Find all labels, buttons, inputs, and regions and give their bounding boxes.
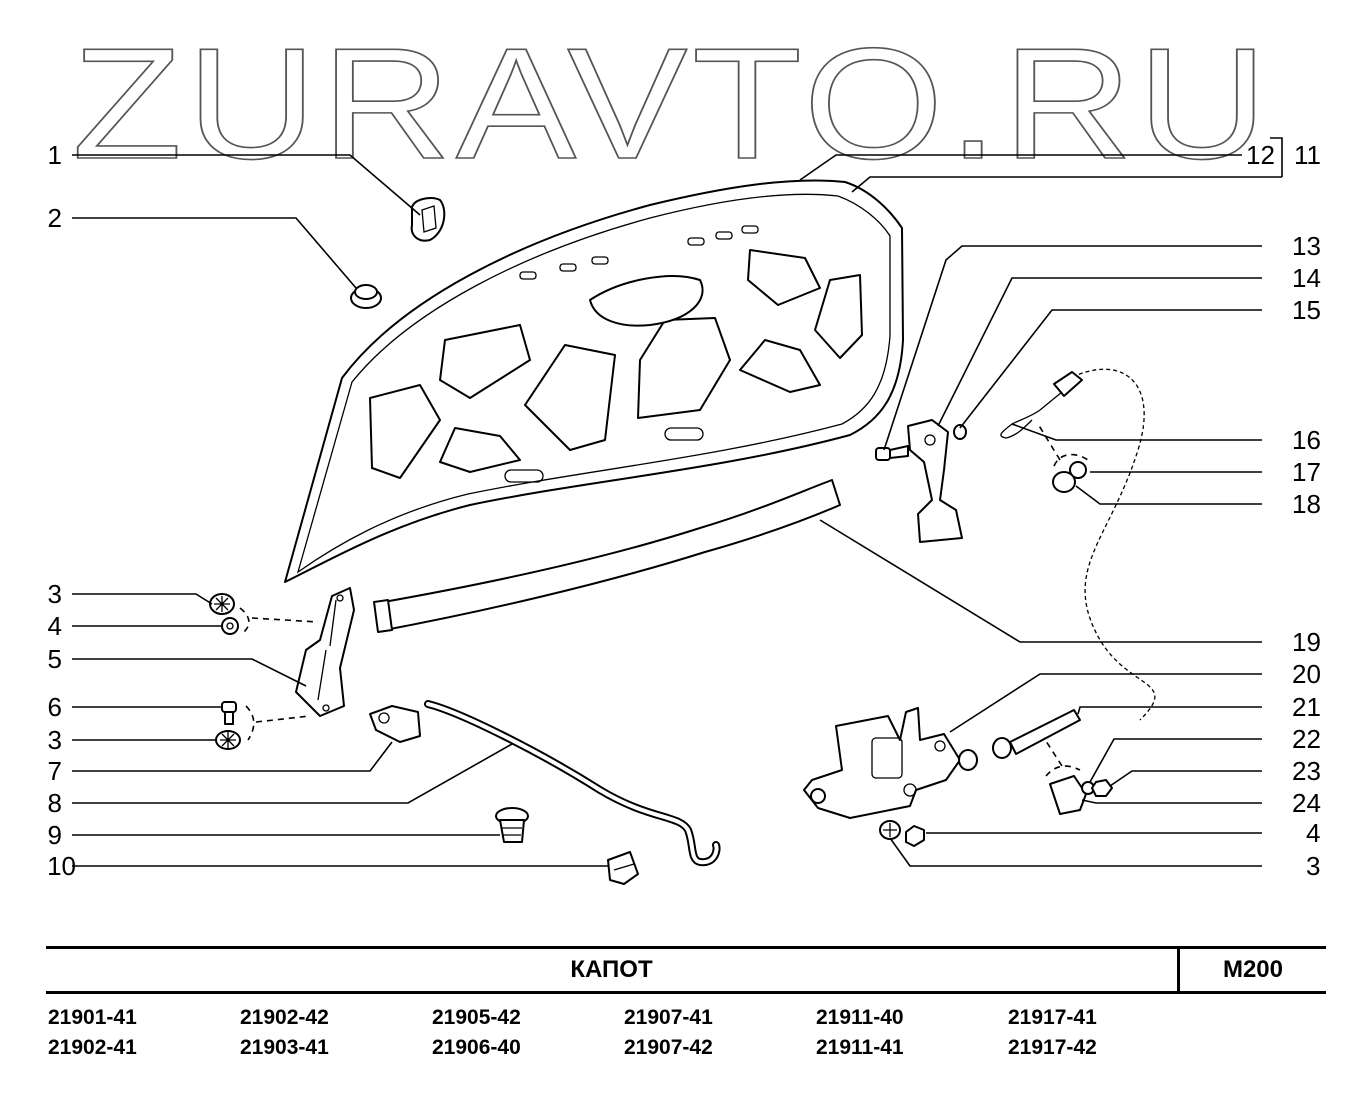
model-code: 21907-41	[624, 1006, 713, 1029]
model-code: 21902-42	[240, 1006, 329, 1029]
cable-sheath-part	[992, 709, 1081, 759]
callout-3-upper-left: 3	[48, 579, 62, 609]
assembly-hint-right	[1045, 765, 1081, 777]
model-list: 21901-41 21902-42 21905-42 21907-41 2191…	[48, 1004, 1326, 1062]
model-code: 21911-40	[816, 1006, 904, 1029]
assembly-arrow-right	[1043, 737, 1063, 767]
model-code: 21917-42	[1008, 1036, 1097, 1059]
bolt-part-left	[221, 701, 237, 725]
callout-9: 9	[48, 820, 62, 850]
lock-nut-part	[905, 825, 925, 847]
callout-15: 15	[1292, 295, 1321, 325]
assembly-arrow-left-lower	[255, 715, 311, 723]
watermark-text: ZURAVTO.RU	[72, 16, 1272, 192]
grommet-part	[1052, 461, 1087, 493]
callout-5: 5	[48, 644, 62, 674]
model-code: 21911-41	[816, 1036, 904, 1059]
lock-washer-part	[879, 820, 901, 840]
model-code: 21902-41	[48, 1036, 137, 1059]
callout-20: 20	[1292, 659, 1321, 689]
callout-6: 6	[48, 692, 62, 722]
rod-clip-part	[607, 851, 639, 885]
callout-4-right: 4	[1306, 818, 1320, 848]
assembly-arrow-grommet	[1037, 423, 1061, 461]
bump-stop-part	[350, 284, 382, 309]
catch-washer-part	[953, 424, 967, 440]
hood-prop-rod-part	[424, 700, 721, 867]
assembly-hint-grommet	[1053, 453, 1089, 467]
bracket-nut-part	[1091, 779, 1113, 797]
leader-lines	[72, 137, 1283, 867]
nut-part-left	[221, 617, 239, 635]
model-code: 21901-41	[48, 1006, 137, 1029]
plug-part	[495, 807, 529, 843]
callout-1: 1	[48, 140, 62, 170]
lock-bushing-part	[958, 749, 978, 771]
callout-17: 17	[1292, 457, 1321, 487]
hood-hinge-part	[295, 587, 355, 717]
assembly-arrow-left-upper	[251, 617, 319, 623]
callout-19: 19	[1292, 627, 1321, 657]
model-code: 21906-40	[432, 1036, 521, 1059]
callout-12: 12	[1246, 140, 1275, 170]
callout-10: 10	[47, 851, 76, 881]
release-cable-part	[1000, 368, 1156, 721]
callout-3-lower-left: 3	[48, 725, 62, 755]
assembly-hint-left-lower	[245, 705, 255, 741]
footer-title-row: КАПОТ M200	[46, 946, 1326, 994]
prop-rod-holder-part	[369, 705, 421, 743]
hood-seal	[373, 479, 841, 633]
hood-lock-part	[803, 707, 961, 819]
washer-part-left-lower	[215, 730, 241, 750]
callout-18: 18	[1292, 489, 1321, 519]
callout-14: 14	[1292, 263, 1321, 293]
model-code: 21907-42	[624, 1036, 713, 1059]
model-code: 21917-41	[1008, 1006, 1097, 1029]
callout-3-right: 3	[1306, 851, 1320, 881]
section-code: M200	[1177, 949, 1326, 991]
model-code: 21903-41	[240, 1036, 329, 1059]
callout-7: 7	[48, 756, 62, 786]
callout-11: 11	[1294, 140, 1321, 170]
callout-22: 22	[1292, 724, 1321, 754]
callout-labels: 1 2 3 4 5 6 3 7 8 9 10 12 11 13 14 15 16…	[47, 140, 1321, 881]
catch-bolt-part	[875, 445, 909, 461]
cable-bracket-part	[1049, 775, 1087, 815]
callout-2: 2	[48, 203, 62, 233]
assembly-hint-left-upper	[239, 607, 250, 633]
callout-13: 13	[1292, 231, 1321, 261]
model-code: 21905-42	[432, 1006, 521, 1029]
callout-24: 24	[1292, 788, 1321, 818]
callout-23: 23	[1292, 756, 1321, 786]
hood-clip-part	[410, 197, 446, 242]
callout-21: 21	[1292, 692, 1321, 722]
hood-panel	[284, 179, 904, 583]
diagram-footer: КАПОТ M200 21901-41 21902-42 21905-42 21…	[46, 946, 1326, 1062]
callout-16: 16	[1292, 425, 1321, 455]
callout-8: 8	[48, 788, 62, 818]
section-title: КАПОТ	[570, 956, 653, 983]
safety-catch-part	[907, 419, 963, 543]
washer-part-left-upper	[209, 593, 235, 615]
callout-4-left: 4	[48, 611, 62, 641]
